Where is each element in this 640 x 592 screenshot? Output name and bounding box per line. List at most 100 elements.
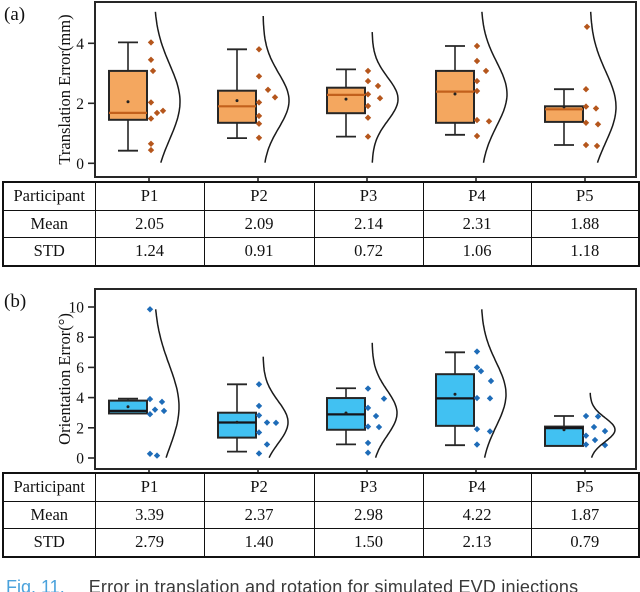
row-label-cell: Participant: [2, 181, 96, 211]
value-cell: P3: [313, 472, 424, 502]
data-point: [255, 402, 263, 410]
data-point: [473, 116, 481, 124]
data-point: [364, 449, 372, 456]
data-point: [255, 99, 263, 106]
box-(b)-P5: [544, 425, 584, 447]
data-point: [380, 395, 388, 402]
value-cell: 3.39: [94, 500, 205, 529]
data-point: [147, 115, 155, 122]
y-axis-label: Orientation Error(°): [55, 313, 74, 445]
data-point: [364, 439, 372, 447]
data-point: [255, 120, 263, 127]
value-cell: 2.37: [203, 500, 315, 529]
data-point: [147, 140, 155, 147]
mean-dot: [453, 392, 457, 396]
y-axis-label: Translation Error(mm): [55, 14, 74, 164]
row-label-cell: STD: [2, 237, 96, 266]
data-point: [160, 407, 168, 415]
value-cell: P2: [203, 472, 315, 502]
data-point: [582, 441, 590, 448]
mean-dot: [453, 92, 457, 96]
data-point: [255, 450, 263, 457]
data-point: [263, 441, 271, 448]
data-point: [264, 86, 272, 93]
data-point: [582, 412, 590, 420]
data-point: [477, 367, 485, 375]
data-point: [593, 142, 601, 150]
data-point: [147, 99, 155, 106]
mean-dot: [344, 411, 348, 415]
distribution-curve-P3: [371, 32, 399, 163]
y-tick-label: 2: [76, 420, 84, 437]
data-point: [364, 423, 372, 430]
data-point: [364, 133, 372, 140]
data-point: [486, 428, 494, 435]
data-point: [485, 118, 493, 125]
row-label-cell: Participant: [2, 472, 96, 502]
data-point: [364, 102, 372, 110]
distribution-curve-P1: [154, 11, 181, 163]
mean-dot: [126, 100, 130, 104]
mean-dot: [235, 420, 239, 424]
row-label-cell: Mean: [2, 209, 96, 238]
value-cell: 1.40: [203, 528, 315, 557]
value-cell: 1.87: [530, 500, 640, 529]
panel-label: (b): [4, 291, 26, 312]
data-point: [473, 394, 481, 402]
box-(a)-P4: [435, 69, 475, 124]
plot-border-(b): [94, 288, 637, 470]
data-point: [364, 404, 372, 412]
data-point: [263, 419, 271, 426]
value-cell: 4.22: [422, 500, 532, 529]
panel-label: (a): [4, 4, 25, 25]
mean-dot: [235, 99, 239, 103]
data-point: [486, 395, 494, 402]
value-cell: 0.91: [203, 237, 315, 266]
distribution-curve-P4: [481, 11, 508, 163]
value-cell: P5: [530, 181, 640, 211]
data-point: [376, 95, 384, 102]
distribution-curve-P4: [481, 309, 507, 458]
value-cell: 2.79: [94, 528, 205, 557]
data-point: [146, 450, 154, 457]
plot-border-(a): [94, 1, 637, 178]
y-tick-label: 0: [76, 156, 84, 173]
data-point: [364, 67, 372, 75]
data-point: [583, 23, 591, 30]
data-point: [271, 94, 279, 101]
mean-dot: [562, 428, 566, 432]
box-(b)-P2: [217, 411, 257, 439]
data-point: [364, 385, 372, 392]
distribution-curve-P5: [589, 11, 617, 163]
data-point: [364, 91, 372, 98]
y-tick-label: 4: [76, 36, 84, 53]
distribution-curve-P5: [589, 392, 616, 458]
data-point: [375, 423, 383, 431]
value-cell: 1.50: [313, 528, 424, 557]
value-cell: P4: [422, 181, 532, 211]
data-point: [272, 419, 280, 427]
data-point: [149, 67, 157, 75]
data-point: [255, 412, 263, 419]
distribution-curve-P2: [262, 356, 289, 459]
data-point: [482, 67, 490, 75]
y-tick-label: 8: [76, 330, 84, 347]
y-tick-label: 4: [76, 390, 84, 407]
data-point: [582, 103, 590, 110]
value-cell: 2.31: [422, 209, 532, 238]
row-label-cell: STD: [2, 528, 96, 557]
data-point: [146, 395, 154, 403]
distribution-curve-P1: [154, 309, 180, 458]
box-(b)-P4: [435, 373, 475, 427]
value-cell: 0.79: [530, 528, 640, 557]
data-point: [372, 412, 380, 420]
value-cell: P1: [94, 472, 205, 502]
figure-number-label: Fig. 11.: [6, 577, 65, 592]
